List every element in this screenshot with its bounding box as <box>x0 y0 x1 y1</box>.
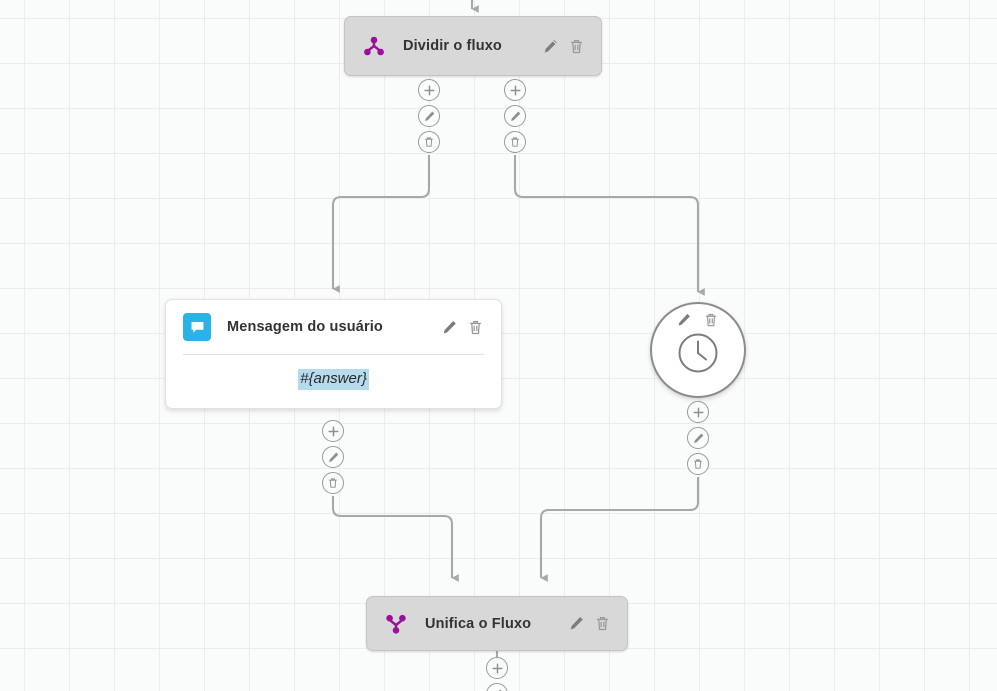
connector-stack-split-right[interactable] <box>504 79 526 153</box>
add-icon[interactable] <box>687 401 709 423</box>
node-split-header: Dividir o fluxo <box>361 17 585 75</box>
connector-stack-message[interactable] <box>322 420 344 494</box>
delete-icon[interactable] <box>687 453 709 475</box>
edit-icon[interactable] <box>441 319 458 336</box>
edit-icon[interactable] <box>687 427 709 449</box>
node-timer[interactable] <box>650 302 746 398</box>
edit-icon[interactable] <box>542 38 559 55</box>
clock-icon <box>676 331 720 380</box>
node-message-body: #{answer} <box>166 355 501 408</box>
node-title: Mensagem do usuário <box>227 319 383 335</box>
node-merge-header: Unifica o Fluxo <box>383 597 611 650</box>
node-merge-flow[interactable]: Unifica o Fluxo <box>366 596 628 651</box>
chat-bubble-icon <box>183 313 211 341</box>
node-split-flow[interactable]: Dividir o fluxo <box>344 16 602 76</box>
node-title: Unifica o Fluxo <box>425 615 532 632</box>
node-actions <box>568 615 611 632</box>
edit-icon[interactable] <box>504 105 526 127</box>
answer-token: #{answer} <box>298 369 369 390</box>
delete-icon[interactable] <box>418 131 440 153</box>
edge-timer-to-merge <box>539 477 700 582</box>
add-icon[interactable] <box>418 79 440 101</box>
edge-split-to-message <box>331 155 431 293</box>
node-actions <box>542 38 585 55</box>
node-divider <box>183 354 484 355</box>
delete-icon[interactable] <box>504 131 526 153</box>
edit-icon[interactable] <box>676 312 693 329</box>
merge-flow-icon <box>383 611 409 637</box>
connector-stack-merge[interactable] <box>486 657 508 691</box>
edit-icon[interactable] <box>418 105 440 127</box>
add-icon[interactable] <box>486 657 508 679</box>
node-actions <box>441 319 484 336</box>
node-actions <box>676 312 720 329</box>
node-message-header: Mensagem do usuário <box>166 300 501 354</box>
delete-icon[interactable] <box>703 312 720 329</box>
edge-message-to-merge <box>331 496 459 582</box>
delete-icon[interactable] <box>322 472 344 494</box>
delete-icon[interactable] <box>568 38 585 55</box>
split-flow-icon <box>361 33 387 59</box>
delete-icon[interactable] <box>467 319 484 336</box>
connector-stack-timer[interactable] <box>687 401 709 475</box>
add-icon[interactable] <box>322 420 344 442</box>
connector-stack-split-left[interactable] <box>418 79 440 153</box>
edit-icon[interactable] <box>322 446 344 468</box>
edit-icon[interactable] <box>486 683 508 691</box>
node-user-message[interactable]: Mensagem do usuário <box>165 299 502 409</box>
edge-split-to-timer <box>513 155 705 296</box>
delete-icon[interactable] <box>594 615 611 632</box>
add-icon[interactable] <box>504 79 526 101</box>
node-title: Dividir o fluxo <box>403 38 502 54</box>
edit-icon[interactable] <box>568 615 585 632</box>
